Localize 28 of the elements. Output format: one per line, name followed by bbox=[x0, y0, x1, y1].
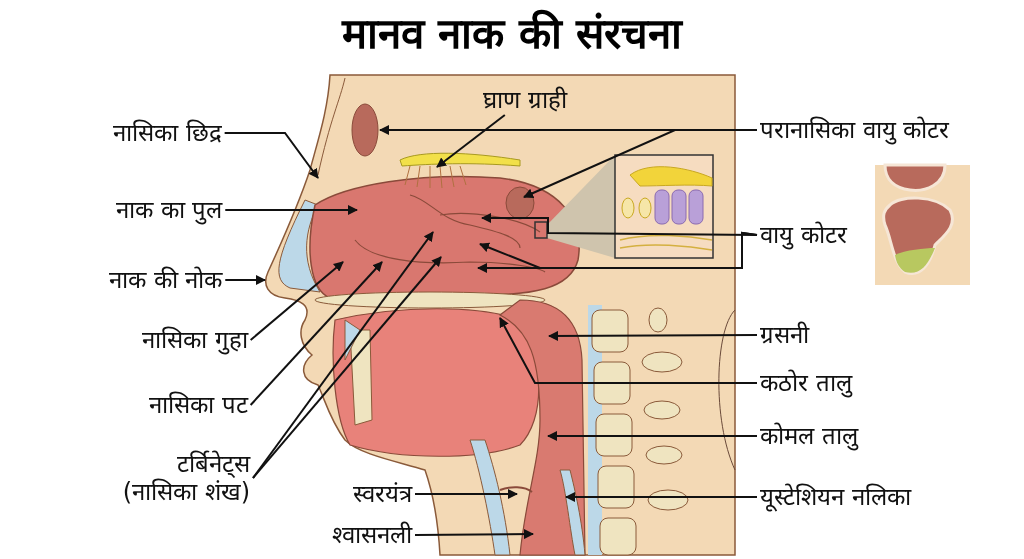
part-label: टर्बिनेट्स (नासिका शंख) bbox=[115, 450, 250, 506]
part-label: नासिका छिद्र bbox=[113, 119, 222, 147]
leader-line bbox=[414, 529, 534, 540]
part-label: यूस्टेशियन नलिका bbox=[760, 483, 911, 511]
leader-line bbox=[414, 489, 518, 499]
leader-line bbox=[436, 114, 506, 168]
part-label: नाक की नोक bbox=[109, 266, 223, 294]
part-label: नासिका पट bbox=[149, 391, 248, 419]
part-label: परानासिका वायु कोटर bbox=[760, 116, 950, 144]
leader-line bbox=[224, 205, 358, 215]
leader-line bbox=[249, 261, 344, 341]
title: मानव नाक की संरचना bbox=[340, 8, 684, 60]
part-label: श्वासनली bbox=[332, 521, 412, 549]
part-label: ग्रसनी bbox=[760, 321, 809, 349]
leader-line bbox=[547, 431, 758, 441]
part-label: कोमल तालु bbox=[760, 422, 858, 450]
part-label: घ्राण ग्राही bbox=[483, 86, 567, 114]
leader-line bbox=[499, 317, 758, 384]
part-label: वायु कोटर bbox=[760, 221, 847, 249]
leader-line bbox=[224, 275, 266, 285]
leader-line bbox=[565, 492, 758, 502]
part-label: नाक का पुल bbox=[116, 196, 223, 224]
part-label: कठोर तालु bbox=[760, 369, 852, 397]
part-label: स्वरयंत्र bbox=[353, 480, 412, 508]
leader-line bbox=[548, 330, 758, 341]
leader-line bbox=[249, 261, 383, 406]
leader-line bbox=[223, 132, 319, 179]
part-label: नासिका गुहा bbox=[142, 326, 248, 354]
